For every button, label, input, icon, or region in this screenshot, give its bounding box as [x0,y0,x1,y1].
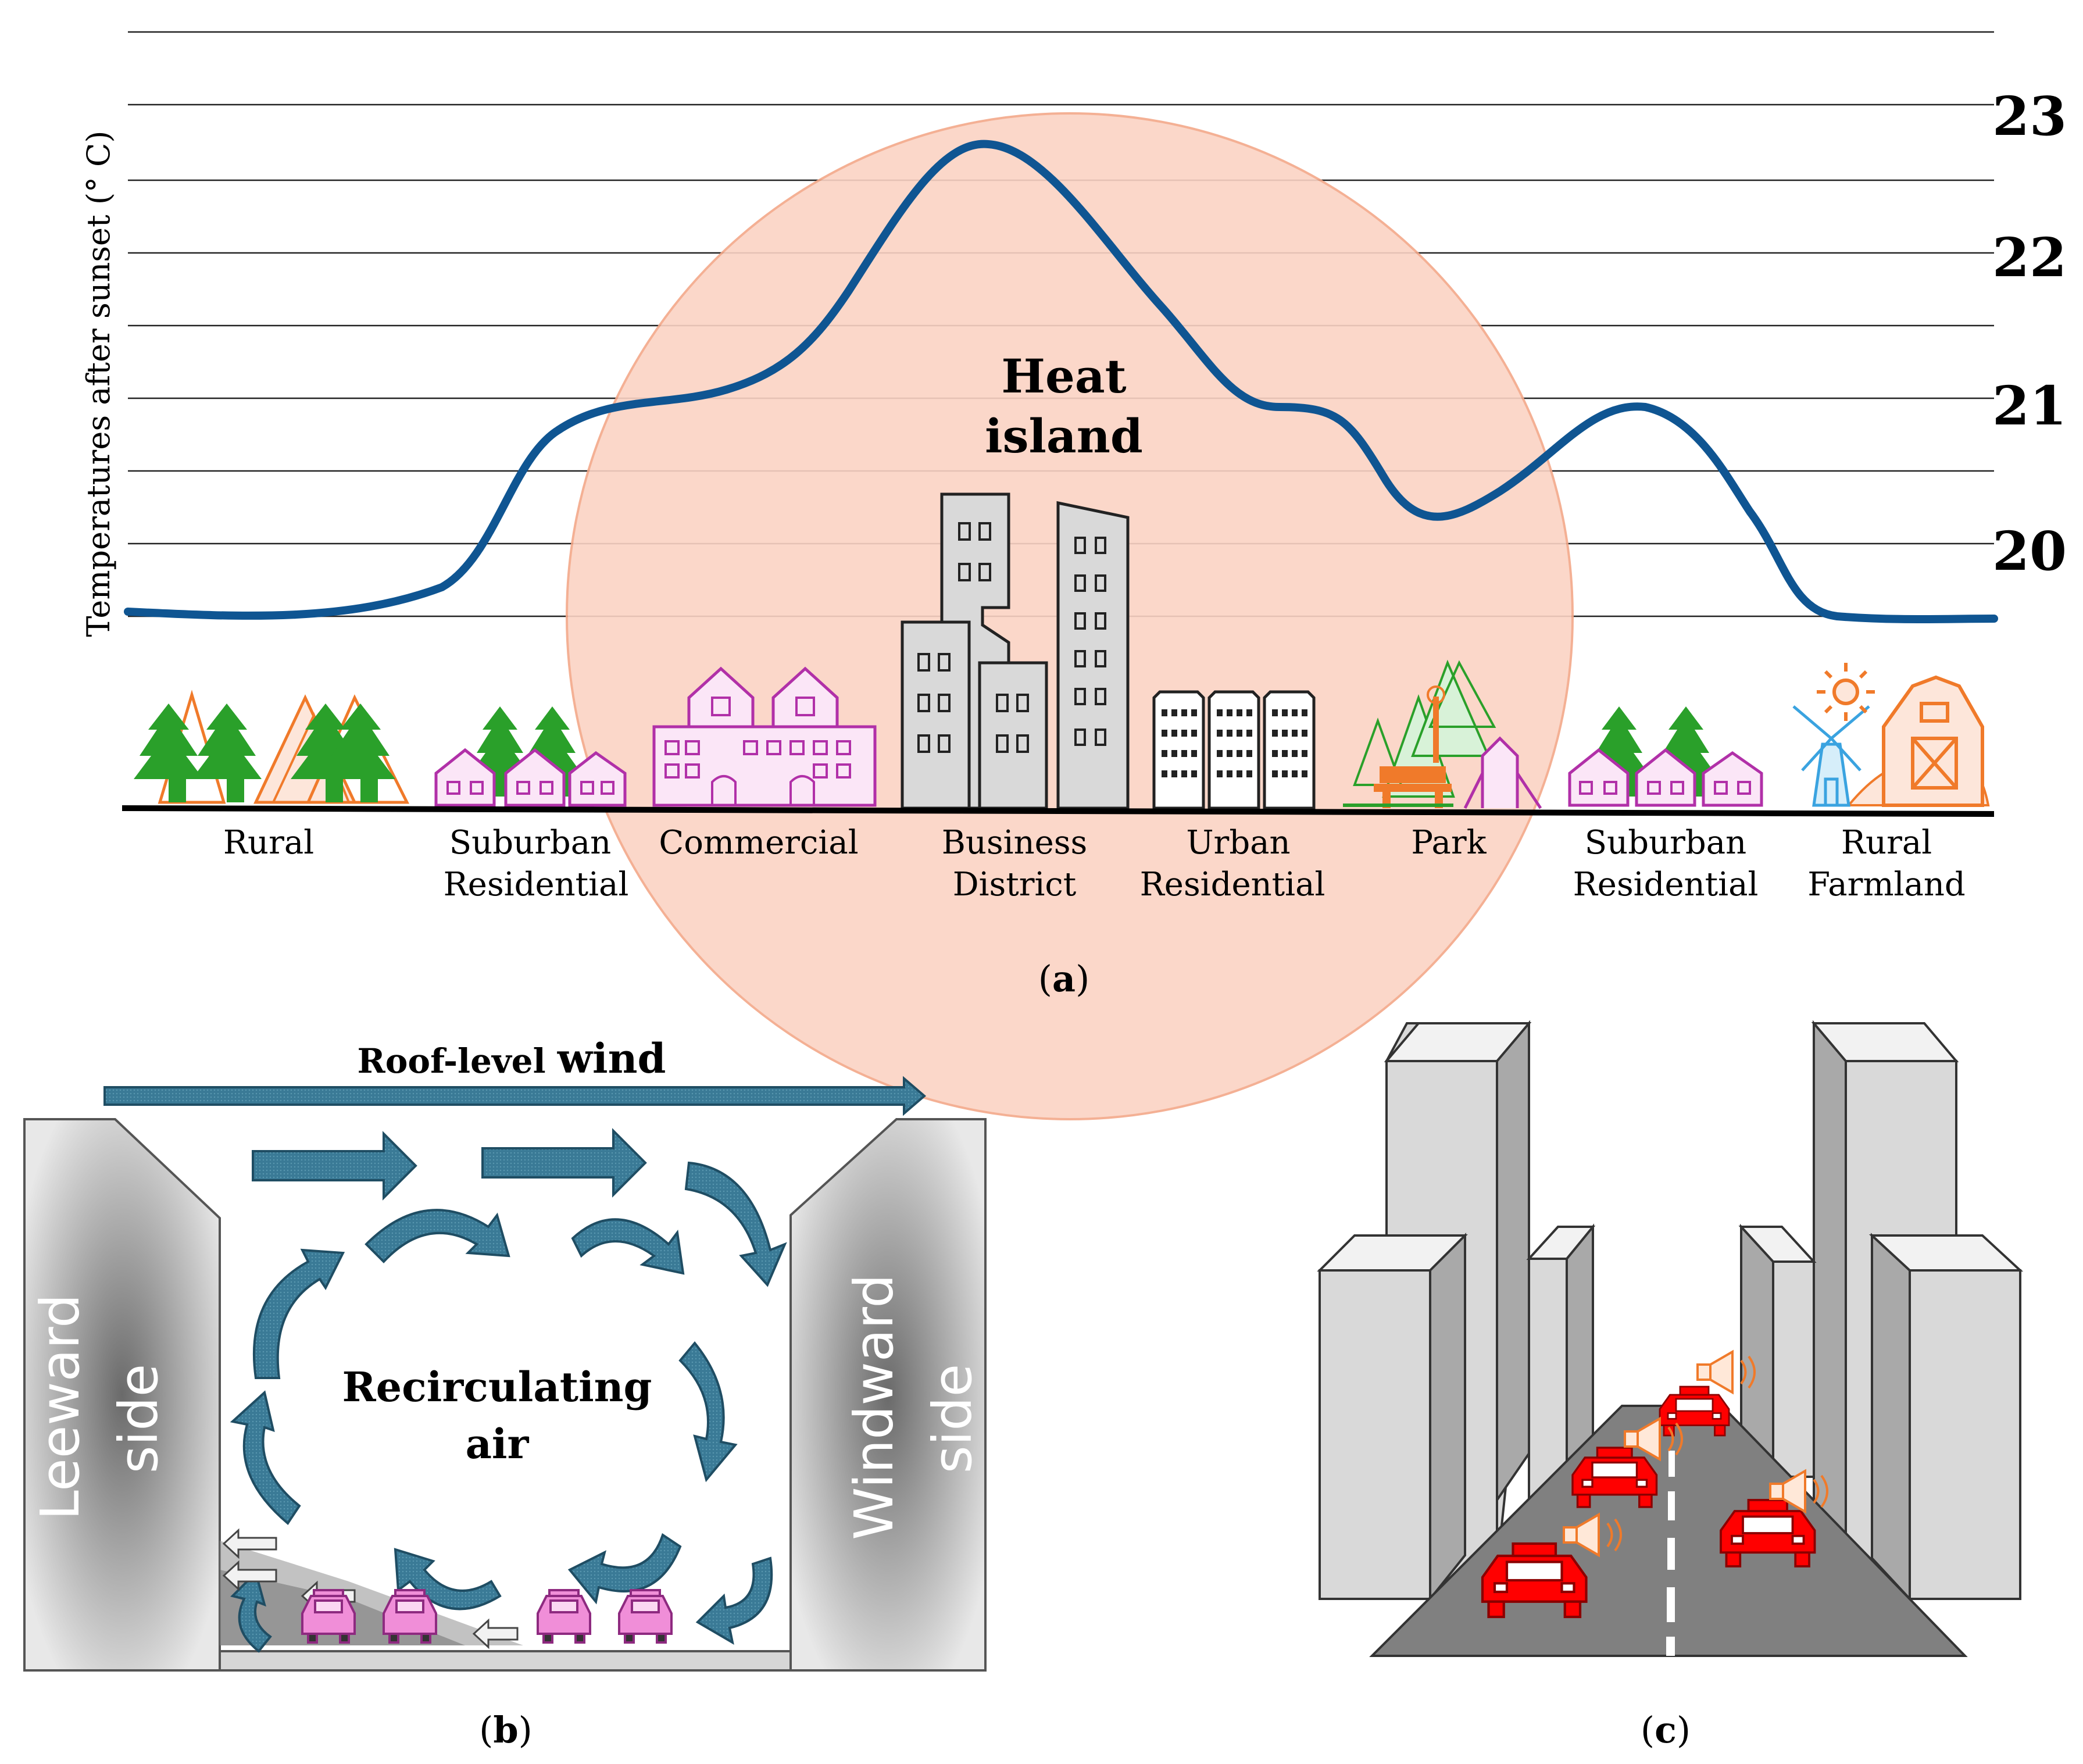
commercial-building-icon [652,666,877,807]
zone-label-suburban-left-1: Suburban [449,824,611,862]
zone-labels: Rural Suburban Residential Commercial Bu… [223,824,1966,904]
zone-label-suburban-right-2: Residential [1573,866,1759,904]
recirculating-arrows [230,1161,787,1653]
ground-line [122,805,1995,817]
urban-apartments-icon [1152,690,1316,810]
car-near [1481,1542,1588,1619]
farmland-windmill-barn-icon [1792,663,1990,807]
street-canyon-floor [219,1650,792,1672]
speaker-icon-4 [1769,1469,1828,1514]
business-district-towers-icon [901,492,1130,810]
car-far [1659,1386,1730,1437]
leeward-label-line1: Leeward [29,1294,91,1520]
y-axis-label: Temperatures after sunset (° C) [80,131,117,637]
park-icon [1343,659,1542,809]
zone-label-suburban-right-1: Suburban [1585,824,1746,862]
suburban-houses-right-icon [1568,706,1763,807]
speaker-icon-1 [1696,1349,1756,1395]
zone-label-rural: Rural [223,824,314,862]
caption-b: (b) [479,1709,533,1751]
panel-b: Roof-level wind Leeward side Windward si… [23,1034,987,1751]
roof-level-wind-label: Roof-level wind [358,1034,666,1083]
tick-20: 20 [1992,520,2067,583]
noise-speaker-icons [1563,1349,1828,1558]
canyon-flow-arrow-2 [481,1128,647,1198]
zone-label-farmland-1: Rural [1841,824,1932,862]
temperature-curve [124,140,1998,623]
zone-label-urban-2: Residential [1140,866,1325,904]
recirculating-air-label-line1: Recirculating [342,1363,652,1411]
traffic-cars-icon [1481,1386,1816,1619]
right-front-building [1868,1233,2024,1602]
zone-label-farmland-2: Farmland [1807,866,1966,904]
car-right [1720,1499,1816,1567]
tick-21: 21 [1992,374,2067,437]
windward-label-line2: side [921,1364,984,1474]
car-mid [1571,1447,1658,1508]
recirculating-air-label-line2: air [466,1420,530,1468]
speaker-icon-2 [1624,1416,1683,1462]
left-back-building [1526,1223,1596,1504]
rural-trees-icon [134,690,410,804]
zone-label-park: Park [1411,824,1487,862]
zone-label-suburban-left-2: Residential [444,866,629,904]
tick-22: 22 [1992,226,2067,289]
leeward-label-line2: side [108,1364,170,1474]
zone-label-business-1: Business [942,824,1088,862]
leeward-building: Leeward side [23,1118,221,1672]
caption-c: (c) [1641,1709,1691,1751]
windward-building: Windward side [789,1118,987,1672]
street-cars-icon [301,1589,673,1644]
caption-a: (a) [1038,958,1090,1000]
heat-island-label-line1: Heat [1001,349,1126,403]
road-center-dashes [1666,1413,1675,1656]
roof-level-wind-arrow [103,1076,927,1116]
speaker-icon-3 [1563,1512,1622,1558]
heat-island-label-line2: island [985,409,1143,463]
zone-label-commercial: Commercial [659,824,858,862]
panel-a: Temperatures after sunset (° C) 23 22 21… [80,31,2067,1120]
windward-label-line1: Windward [843,1274,905,1540]
zone-label-business-2: District [953,866,1077,904]
panel-c [1317,1020,2024,1657]
suburban-houses-icon [434,706,627,807]
canyon-flow-arrow-1 [252,1131,417,1201]
tick-23: 23 [1992,85,2067,148]
left-front-building [1317,1233,1468,1602]
temperature-ticks: 23 22 21 20 [1992,85,2067,583]
zone-label-urban-1: Urban [1186,824,1290,862]
